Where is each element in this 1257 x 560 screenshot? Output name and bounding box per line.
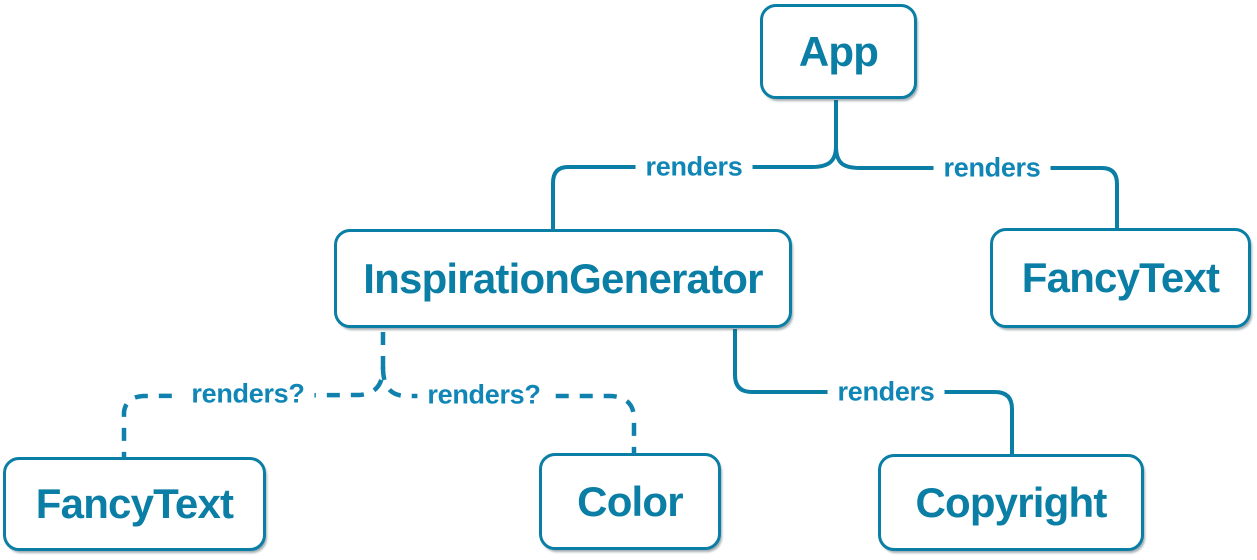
edge-label-inspirationgenerator-color: renders? <box>417 379 551 411</box>
edge-label-app-inspirationgenerator: renders <box>635 151 753 183</box>
node-copyright: Copyright <box>878 454 1144 551</box>
edge-inspirationgenerator-color-dashed <box>380 366 637 453</box>
edge-inspirationgenerator-fancytext-dashed <box>121 332 386 458</box>
edge-label-app-fancytext: renders <box>933 152 1051 184</box>
node-color: Color <box>539 453 721 550</box>
node-inspiration-generator-label: InspirationGenerator <box>363 254 763 302</box>
node-app-label: App <box>798 27 879 75</box>
node-color-label: Color <box>577 477 683 525</box>
edge-label-inspirationgenerator-fancytext: renders? <box>181 378 315 410</box>
node-fancy-text-bottom-label: FancyText <box>35 480 234 527</box>
node-inspiration-generator: InspirationGenerator <box>334 229 792 328</box>
node-app: App <box>760 4 917 99</box>
node-fancy-text-top: FancyText <box>990 228 1251 328</box>
node-fancy-text-bottom: FancyText <box>3 457 266 551</box>
node-fancy-text-top-label: FancyText <box>1021 254 1220 301</box>
node-copyright-label: Copyright <box>915 478 1107 526</box>
edge-label-inspirationgenerator-copyright: renders <box>827 376 945 408</box>
edge-app-fancytext <box>834 145 1119 228</box>
